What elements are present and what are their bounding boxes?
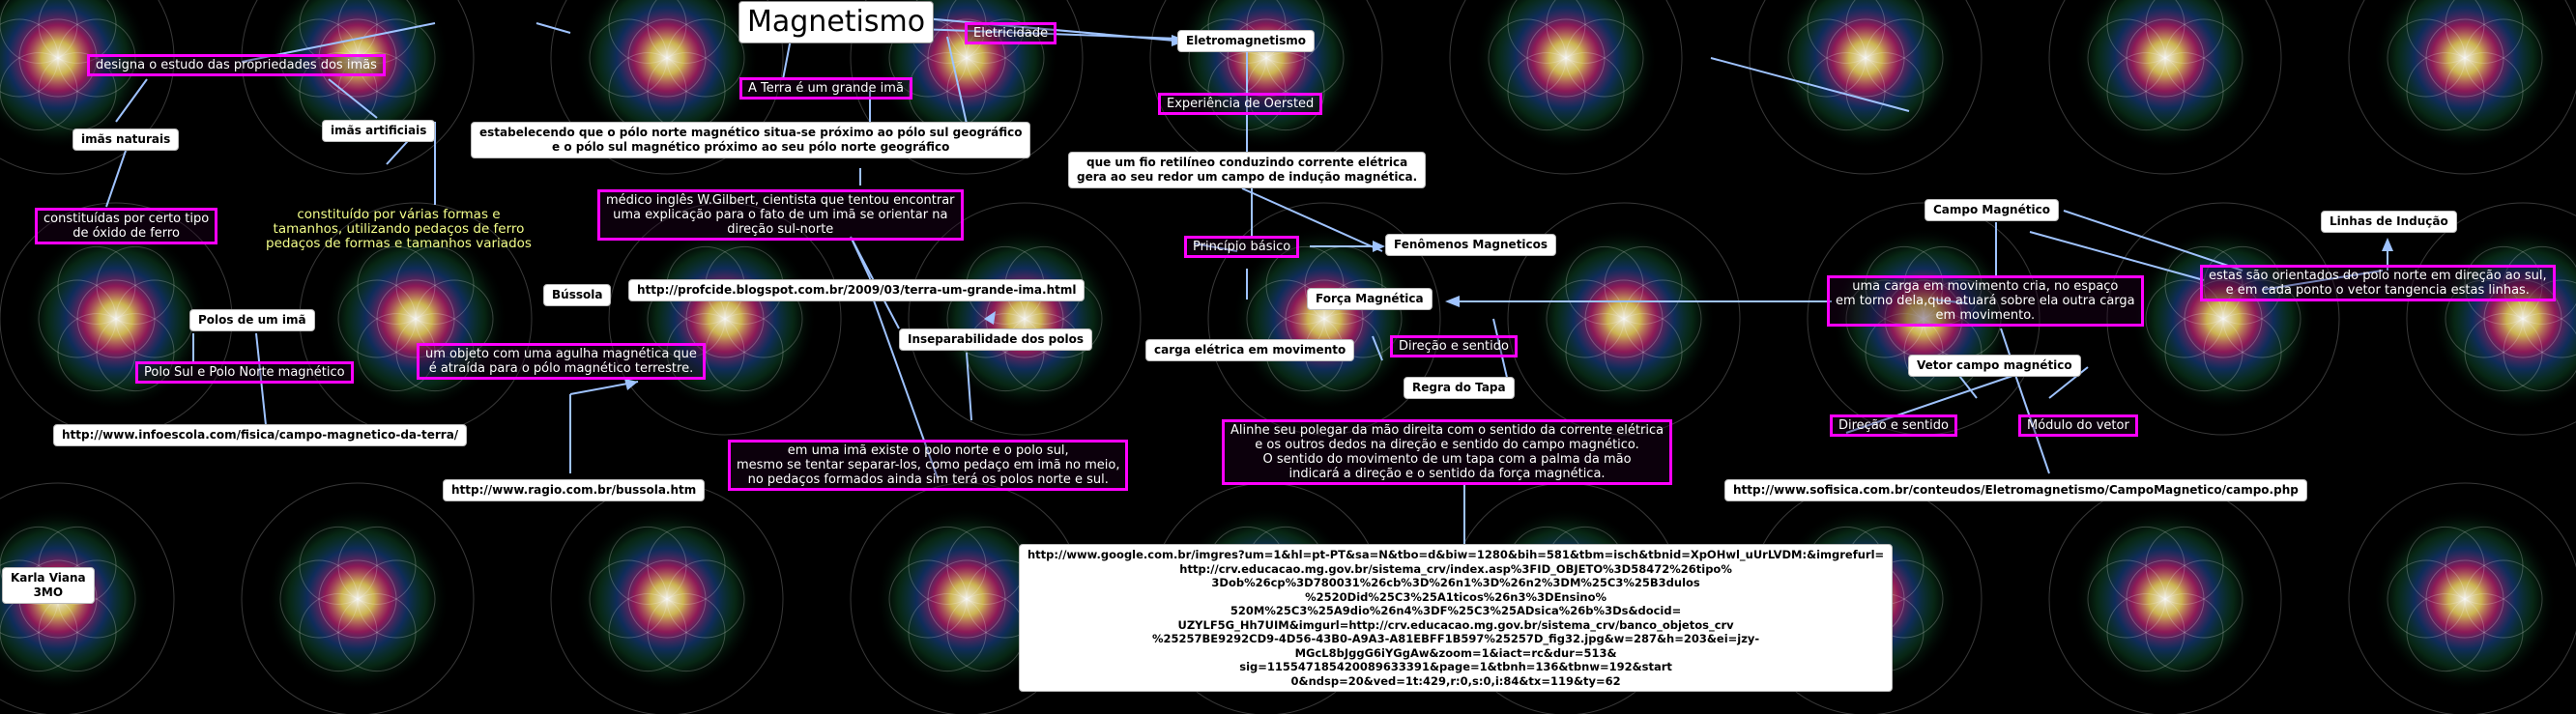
topic-imas-artificiais[interactable]: imãs artificiais [322,120,436,142]
topic-experiencia-oersted[interactable]: Experiência de Oersted [1158,93,1323,115]
topic-constituidas-oxido[interactable]: constituídas por certo tipo de óxido de … [35,208,218,244]
link-google-imgres[interactable]: http://www.google.com.br/imgres?um=1&hl=… [1019,544,1894,692]
topic-forca-magnetica[interactable]: Força Magnética [1307,288,1433,310]
topic-imas-naturais[interactable]: imãs naturais [72,129,180,151]
topic-constituido-varias-formas[interactable]: constituído por várias formas e tamanhos… [266,207,532,251]
topic-polos-de-um-ima[interactable]: Polos de um imã [189,309,315,331]
topic-eletricidade[interactable]: Eletricidade [965,22,1057,44]
topic-direcao-sentido[interactable]: Direção e sentido [1390,335,1518,357]
topic-bussola[interactable]: Bússola [543,284,612,306]
link-profcide[interactable]: http://profcide.blogspot.com.br/2009/03/… [628,279,1085,301]
topic-campo-magnetico[interactable]: Campo Magnético [1925,199,2059,221]
topic-fio-retilineo[interactable]: que um fio retilíneo conduzindo corrente… [1068,152,1427,188]
topic-ima-polo-norte-sul[interactable]: em uma imã existe o polo norte e o polo … [728,440,1129,491]
author-karla-viana[interactable]: Karla Viana 3MO [2,567,95,604]
topic-direcao-sentido-vetor[interactable]: Direção e sentido [1830,414,1957,437]
topic-terra-grande-ima[interactable]: A Terra é um grande imã [739,77,912,100]
topic-vetor-campo-magnetico[interactable]: Vetor campo magnético [1908,355,2081,377]
link-sofisica[interactable]: http://www.sofisica.com.br/conteudos/Ele… [1724,479,2307,501]
topic-modulo-vetor[interactable]: Módulo do vetor [2018,414,2138,437]
link-infoescola[interactable]: http://www.infoescola.com/fisica/campo-m… [53,424,468,446]
topic-polo-sul-norte[interactable]: Polo Sul e Polo Norte magnético [135,361,354,384]
topic-medico-gilbert[interactable]: médico inglês W.Gilbert, cientista que t… [597,189,964,241]
topic-estabelecendo[interactable]: estabelecendo que o pólo norte magnético… [471,122,1031,158]
topic-alinhe-polegar[interactable]: Alinhe seu polegar da mão direita com o … [1222,419,1673,485]
topic-designa[interactable]: designa o estudo das propriedades dos im… [87,54,386,76]
topic-estas-sao-orientados[interactable]: estas são orientados do polo norte em di… [2200,265,2556,301]
topic-fenomenos-magneticos[interactable]: Fenômenos Magneticos [1385,234,1557,256]
topic-regra-do-tapa[interactable]: Regra do Tapa [1404,377,1515,399]
link-ragio[interactable]: http://www.ragio.com.br/bussola.htm [443,479,706,501]
topic-linhas-inducao[interactable]: Linhas de Indução [2321,211,2457,233]
topic-principio-basico[interactable]: Princípio básico [1184,236,1300,258]
topic-carga-eletrica-movimento[interactable]: carga elétrica em movimento [1145,339,1355,361]
topic-agulha-magnetica[interactable]: um objeto com uma agulha magnética que é… [417,343,706,380]
topic-inseparabilidade-polos[interactable]: Inseparabilidade dos polos [899,328,1093,351]
central-topic-magnetismo[interactable]: Magnetismo [738,1,935,43]
topic-eletromagnetismo[interactable]: Eletromagnetismo [1177,30,1315,52]
topic-carga-em-movimento-cria[interactable]: uma carga em movimento cria, no espaço e… [1827,275,2144,327]
